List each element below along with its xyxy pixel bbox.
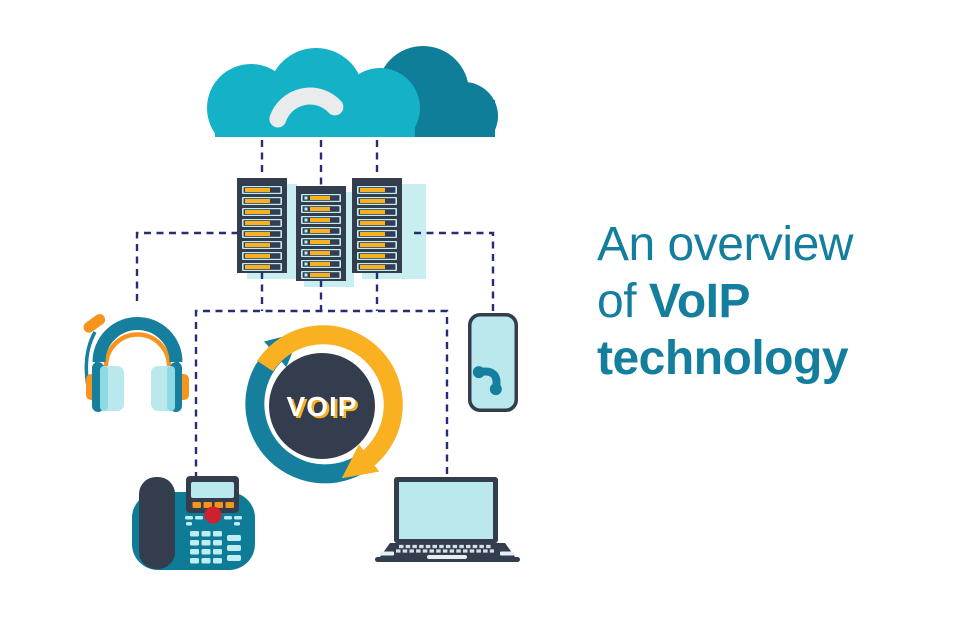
- headset-icon: [83, 314, 189, 412]
- connector-smartphone: [410, 231, 495, 311]
- voip-cycle-icon: VOIP VOIP: [245, 325, 403, 484]
- laptop-screen: [399, 482, 493, 539]
- heading-line-2-bold: VoIP: [648, 275, 751, 328]
- heading-line-2-prefix: of: [597, 275, 649, 328]
- headband: [92, 317, 183, 363]
- rack-middle: [296, 186, 346, 281]
- laptop-keyboard: [380, 544, 514, 556]
- handset-icon: [269, 87, 344, 128]
- mic-icon: [83, 314, 106, 333]
- heading-line-2: of VoIP: [597, 273, 853, 330]
- voip-label-shadow: VOIP: [289, 393, 360, 424]
- display-screen: [191, 482, 234, 498]
- phone-handset: [139, 477, 175, 569]
- connector-headset: [135, 231, 237, 301]
- desk-phone-icon: [132, 476, 255, 570]
- rack-left: [237, 178, 287, 273]
- heading-line-3: technology: [597, 332, 849, 385]
- rack-right: [352, 178, 402, 273]
- ear-cup-left: [86, 362, 124, 412]
- band-trim: [103, 332, 172, 367]
- cloud-phone-icon: [207, 46, 498, 137]
- server-rack-icon: [237, 178, 426, 287]
- function-buttons: [192, 502, 234, 508]
- side-keys: [185, 516, 242, 526]
- laptop-base-edge: [375, 557, 520, 562]
- laptop-touchpad: [427, 555, 467, 559]
- red-button: [204, 506, 222, 524]
- page-title: An overview of VoIP technology: [597, 216, 853, 387]
- smartphone-call-icon: [468, 313, 518, 412]
- heading-line-1: An overview: [597, 218, 853, 271]
- smartphone-screen: [471, 316, 515, 409]
- ear-cup-right: [151, 362, 189, 412]
- keypad: [190, 531, 241, 564]
- call-icon: [472, 366, 502, 396]
- connector-phone-laptop-loop: [194, 309, 449, 479]
- voip-badge-circle: [269, 353, 375, 459]
- voip-label: VOIP: [287, 391, 358, 422]
- cycle-arrow-yellow: [257, 325, 403, 479]
- cycle-arrow-teal: [245, 332, 364, 484]
- dashed-connectors: [135, 140, 495, 479]
- laptop-icon: [375, 477, 520, 562]
